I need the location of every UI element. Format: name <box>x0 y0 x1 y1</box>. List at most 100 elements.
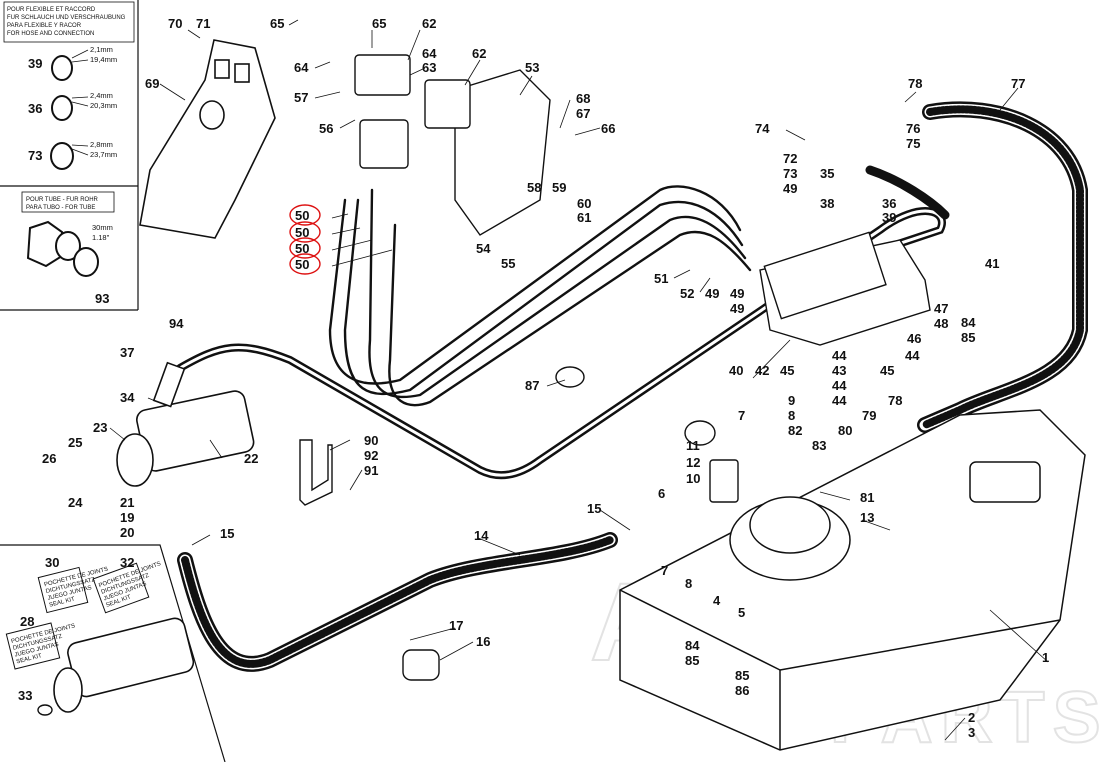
callout-25: 25 <box>68 435 82 450</box>
svg-text:PARA TUBO - FOR TUBE: PARA TUBO - FOR TUBE <box>26 205 95 211</box>
callout-3: 3 <box>968 725 975 740</box>
legend-callout: 93 <box>95 291 109 306</box>
callout-45b: 45 <box>780 363 794 378</box>
svg-text:2,1mm: 2,1mm <box>90 45 113 54</box>
callout-44a: 44 <box>832 348 847 363</box>
callout-49d: 49 <box>730 301 744 316</box>
callout-79: 79 <box>862 408 876 423</box>
callout-85c: 85 <box>735 668 749 683</box>
callout-64a: 64 <box>294 60 309 75</box>
callout-75: 75 <box>906 136 920 151</box>
callout-37: 37 <box>120 345 134 360</box>
svg-text:2,8mm: 2,8mm <box>90 140 113 149</box>
svg-text:POUR FLEXIBLE ET RACCORD: POUR FLEXIBLE ET RACCORD <box>7 7 96 13</box>
callout-78b: 78 <box>888 393 902 408</box>
callout-90: 90 <box>364 433 378 448</box>
legend-callout: 36 <box>28 101 42 116</box>
callout-13: 13 <box>860 510 874 525</box>
callout-71: 71 <box>196 16 210 31</box>
seal-kit-cards <box>5 562 150 670</box>
hose-legend: POUR FLEXIBLE ET RACCORD FUR SCHLAUCH UN… <box>7 7 126 37</box>
callout-83: 83 <box>812 438 826 453</box>
svg-text:23,7mm: 23,7mm <box>90 150 117 159</box>
callout-49a: 49 <box>783 181 797 196</box>
callout-82: 82 <box>788 423 802 438</box>
callout-72: 72 <box>783 151 797 166</box>
callout-84b: 84 <box>685 638 700 653</box>
legend-frames <box>0 0 226 762</box>
callout-62a: 62 <box>422 16 436 31</box>
callout-7a: 7 <box>738 408 745 423</box>
callout-34: 34 <box>120 390 135 405</box>
callout-45a: 45 <box>880 363 894 378</box>
cover-plate-69 <box>139 39 276 239</box>
callout-94: 94 <box>169 316 184 331</box>
callout-59: 59 <box>552 180 566 195</box>
callout-70: 70 <box>168 16 182 31</box>
tube-fitting <box>26 220 99 277</box>
callout-85b: 85 <box>685 653 699 668</box>
callout-53: 53 <box>525 60 539 75</box>
callout-86: 86 <box>735 683 749 698</box>
callout-23: 23 <box>93 420 107 435</box>
callout-57: 57 <box>294 90 308 105</box>
control-valve-block <box>354 54 931 346</box>
legend-callout: 73 <box>28 148 42 163</box>
svg-text:POUR TUBE - FUR ROHR: POUR TUBE - FUR ROHR <box>26 197 99 203</box>
svg-text:PARA FLEXIBLE Y RACOR: PARA FLEXIBLE Y RACOR <box>7 23 82 29</box>
svg-text:20,3mm: 20,3mm <box>90 101 117 110</box>
clamp-icons <box>50 49 89 170</box>
callout-67: 67 <box>576 106 590 121</box>
callout-73b: 73 <box>783 166 797 181</box>
callout-7b: 7 <box>661 563 668 578</box>
callout-22: 22 <box>244 451 258 466</box>
callout-63: 63 <box>422 60 436 75</box>
callout-68: 68 <box>576 91 590 106</box>
callout-16: 16 <box>476 634 490 649</box>
hose-lines <box>176 101 1088 672</box>
callout-20: 20 <box>120 525 134 540</box>
svg-text:1.18": 1.18" <box>92 233 110 242</box>
callout-5: 5 <box>738 605 745 620</box>
svg-text:2,4mm: 2,4mm <box>90 91 113 100</box>
callout-35: 35 <box>820 166 834 181</box>
callout-50d: 50 <box>295 257 309 272</box>
callout-15b: 15 <box>587 501 601 516</box>
callout-14: 14 <box>474 528 489 543</box>
callout-92: 92 <box>364 448 378 463</box>
callout-49b: 49 <box>705 286 719 301</box>
callout-69: 69 <box>145 76 159 91</box>
callout-62b: 62 <box>472 46 486 61</box>
callout-50a: 50 <box>295 208 309 223</box>
callout-56: 56 <box>319 121 333 136</box>
callout-85a: 85 <box>961 330 975 345</box>
callout-44b: 44 <box>905 348 920 363</box>
callout-6: 6 <box>658 486 665 501</box>
callout-55: 55 <box>501 256 515 271</box>
legend-callout: 30 <box>45 555 59 570</box>
svg-text:FUR SCHLAUCH UND VERSCHRAUBUNG: FUR SCHLAUCH UND VERSCHRAUBUNG <box>7 15 126 21</box>
callout-42: 42 <box>755 363 769 378</box>
callout-24: 24 <box>68 495 83 510</box>
callout-4: 4 <box>713 593 721 608</box>
callout-87: 87 <box>525 378 539 393</box>
callout-50c: 50 <box>295 241 309 256</box>
callout-49c: 49 <box>730 286 744 301</box>
tube-legend: POUR TUBE - FUR ROHR PARA TUBO - FOR TUB… <box>26 197 99 211</box>
callout-46: 46 <box>907 331 921 346</box>
callout-60: 60 <box>577 196 591 211</box>
clamp-dims: 2,1mm 19,4mm 2,4mm 20,3mm 2,8mm 23,7mm 3… <box>90 45 117 242</box>
callout-41: 41 <box>985 256 999 271</box>
callout-9: 9 <box>788 393 795 408</box>
callout-44c: 44 <box>832 378 847 393</box>
callout-66: 66 <box>601 121 615 136</box>
callout-58: 58 <box>527 180 541 195</box>
callout-84a: 84 <box>961 315 976 330</box>
callout-21: 21 <box>120 495 134 510</box>
callout-78a: 78 <box>908 76 922 91</box>
callout-52: 52 <box>680 286 694 301</box>
highlight-circles-50 <box>289 204 321 275</box>
callout-77: 77 <box>1011 76 1025 91</box>
